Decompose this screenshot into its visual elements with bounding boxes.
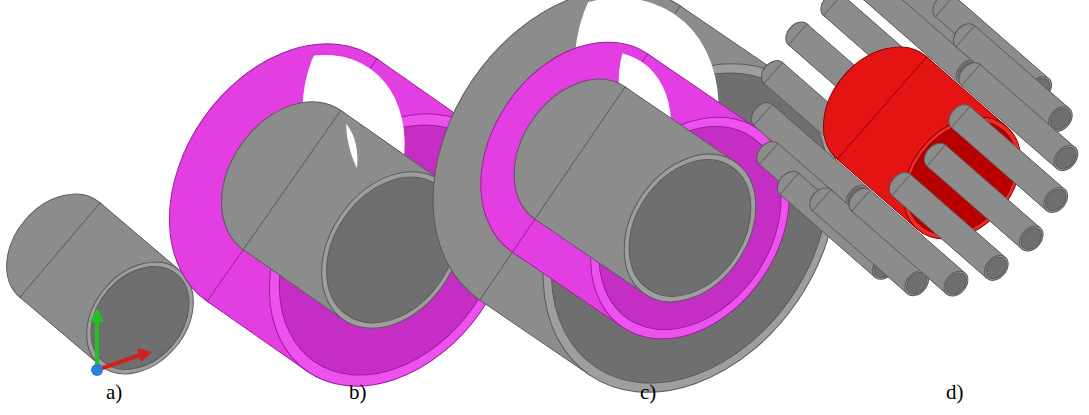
panel-label: a) bbox=[106, 380, 122, 405]
magenta-tube bbox=[440, 4, 831, 376]
axis-icon bbox=[90, 308, 152, 376]
panel-label: c) bbox=[640, 380, 656, 405]
panel-label: b) bbox=[349, 380, 367, 405]
panel-label: d) bbox=[946, 380, 964, 405]
grey-tube bbox=[487, 54, 783, 327]
grey-rod bbox=[919, 138, 1047, 255]
